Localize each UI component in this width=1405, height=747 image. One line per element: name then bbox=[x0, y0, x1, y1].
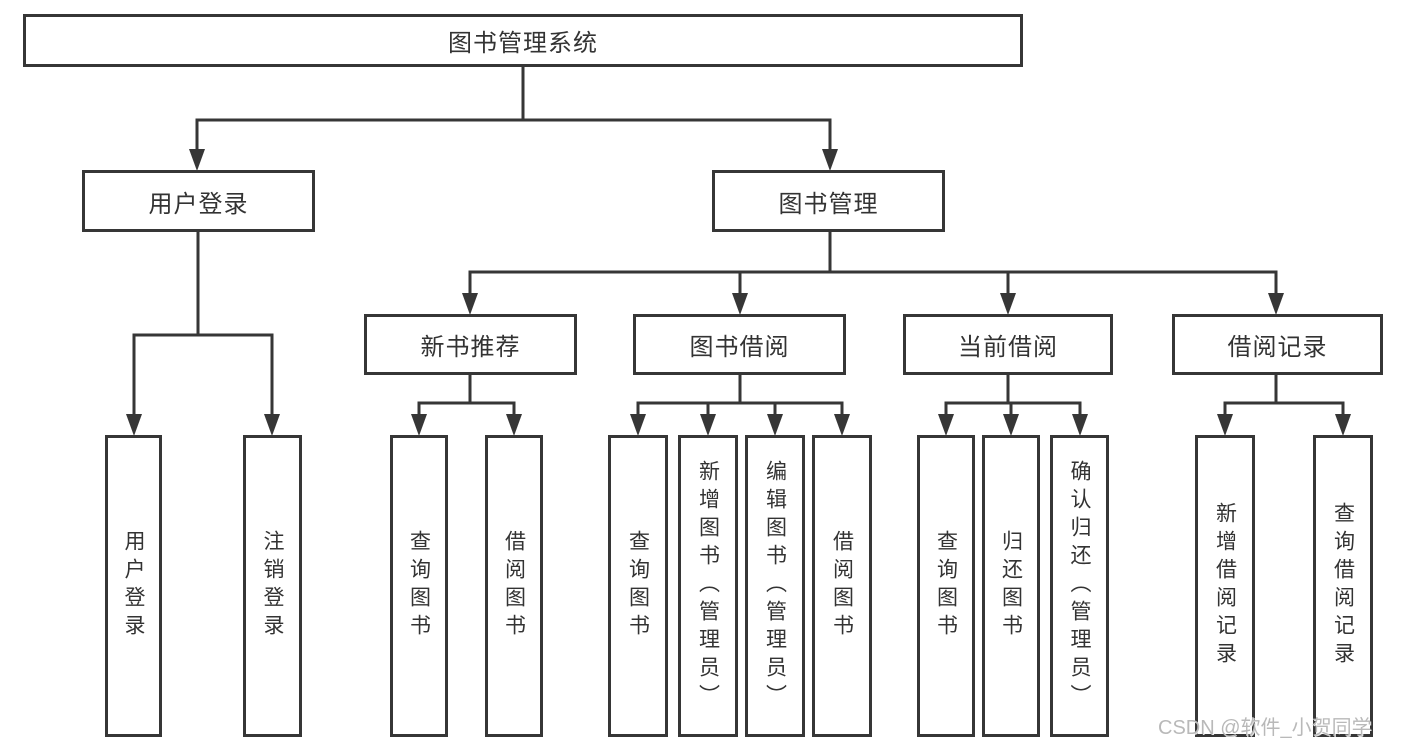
node-borrow-records: 借阅记录 bbox=[1172, 314, 1383, 375]
node-library-management-system: 图书管理系统 bbox=[23, 14, 1023, 67]
leaf-confirm-return-admin-label: 确认归还（管理员） bbox=[1068, 460, 1091, 712]
node-book-management: 图书管理 bbox=[712, 170, 945, 232]
leaf-borrow-books-label: 借阅图书 bbox=[830, 530, 854, 642]
leaf-logout-label: 注销登录 bbox=[261, 530, 284, 642]
leaf-user-login-label: 用户登录 bbox=[122, 530, 145, 642]
leaf-add-books-admin: 新增图书（管理员） bbox=[678, 435, 738, 737]
node-new-book-recommend: 新书推荐 bbox=[364, 314, 577, 375]
leaf-return-books: 归还图书 bbox=[982, 435, 1040, 737]
leaf-query-books-borrow: 查询图书 bbox=[608, 435, 668, 737]
leaf-query-books-recommend: 查询图书 bbox=[390, 435, 448, 737]
leaf-confirm-return-admin: 确认归还（管理员） bbox=[1050, 435, 1109, 737]
leaf-borrow-books-recommend-label: 借阅图书 bbox=[502, 530, 526, 642]
leaf-edit-books-admin: 编辑图书（管理员） bbox=[745, 435, 805, 737]
leaf-user-login: 用户登录 bbox=[105, 435, 162, 737]
leaf-borrow-books-recommend: 借阅图书 bbox=[485, 435, 543, 737]
node-user-login: 用户登录 bbox=[82, 170, 315, 232]
leaf-query-books-current-label: 查询图书 bbox=[934, 530, 958, 642]
leaf-borrow-books: 借阅图书 bbox=[812, 435, 872, 737]
leaf-return-books-label: 归还图书 bbox=[999, 530, 1023, 642]
node-current-borrow: 当前借阅 bbox=[903, 314, 1113, 375]
leaf-query-books-current: 查询图书 bbox=[917, 435, 975, 737]
leaf-logout: 注销登录 bbox=[243, 435, 302, 737]
leaf-query-books-borrow-label: 查询图书 bbox=[626, 530, 650, 642]
leaf-add-borrow-record-label: 新增借阅记录 bbox=[1213, 502, 1237, 670]
leaf-query-borrow-record: 查询借阅记录 bbox=[1313, 435, 1373, 737]
leaf-add-books-admin-label: 新增图书（管理员） bbox=[696, 460, 720, 712]
node-book-borrow: 图书借阅 bbox=[633, 314, 846, 375]
leaf-add-borrow-record: 新增借阅记录 bbox=[1195, 435, 1255, 737]
csdn-watermark: CSDN @软件_小贺同学 bbox=[1158, 717, 1372, 739]
leaf-query-borrow-record-label: 查询借阅记录 bbox=[1331, 502, 1355, 670]
leaf-edit-books-admin-label: 编辑图书（管理员） bbox=[763, 460, 787, 712]
leaf-query-books-recommend-label: 查询图书 bbox=[407, 530, 431, 642]
